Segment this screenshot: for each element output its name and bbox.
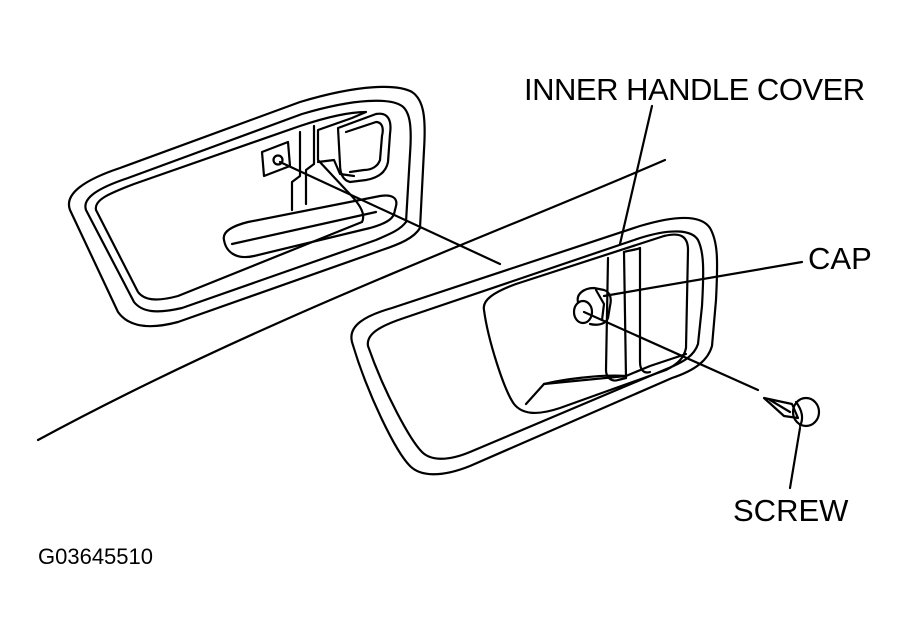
screw-axis-line <box>582 310 760 392</box>
cap-leader <box>602 260 804 298</box>
screw-leader <box>788 426 802 490</box>
alignment-leader-line <box>278 160 502 266</box>
inner-handle-cover-leader <box>618 104 654 246</box>
inner-handle-cover-label: INNER HANDLE COVER <box>524 72 865 107</box>
door-trim-line <box>36 158 667 442</box>
screw-label: SCREW <box>733 493 849 528</box>
inner-handle-cover-part <box>350 216 719 476</box>
screw-part <box>762 396 821 428</box>
cap-label: CAP <box>808 241 872 276</box>
figure-code: G03645510 <box>38 544 153 569</box>
installed-handle-bezel <box>67 85 426 328</box>
